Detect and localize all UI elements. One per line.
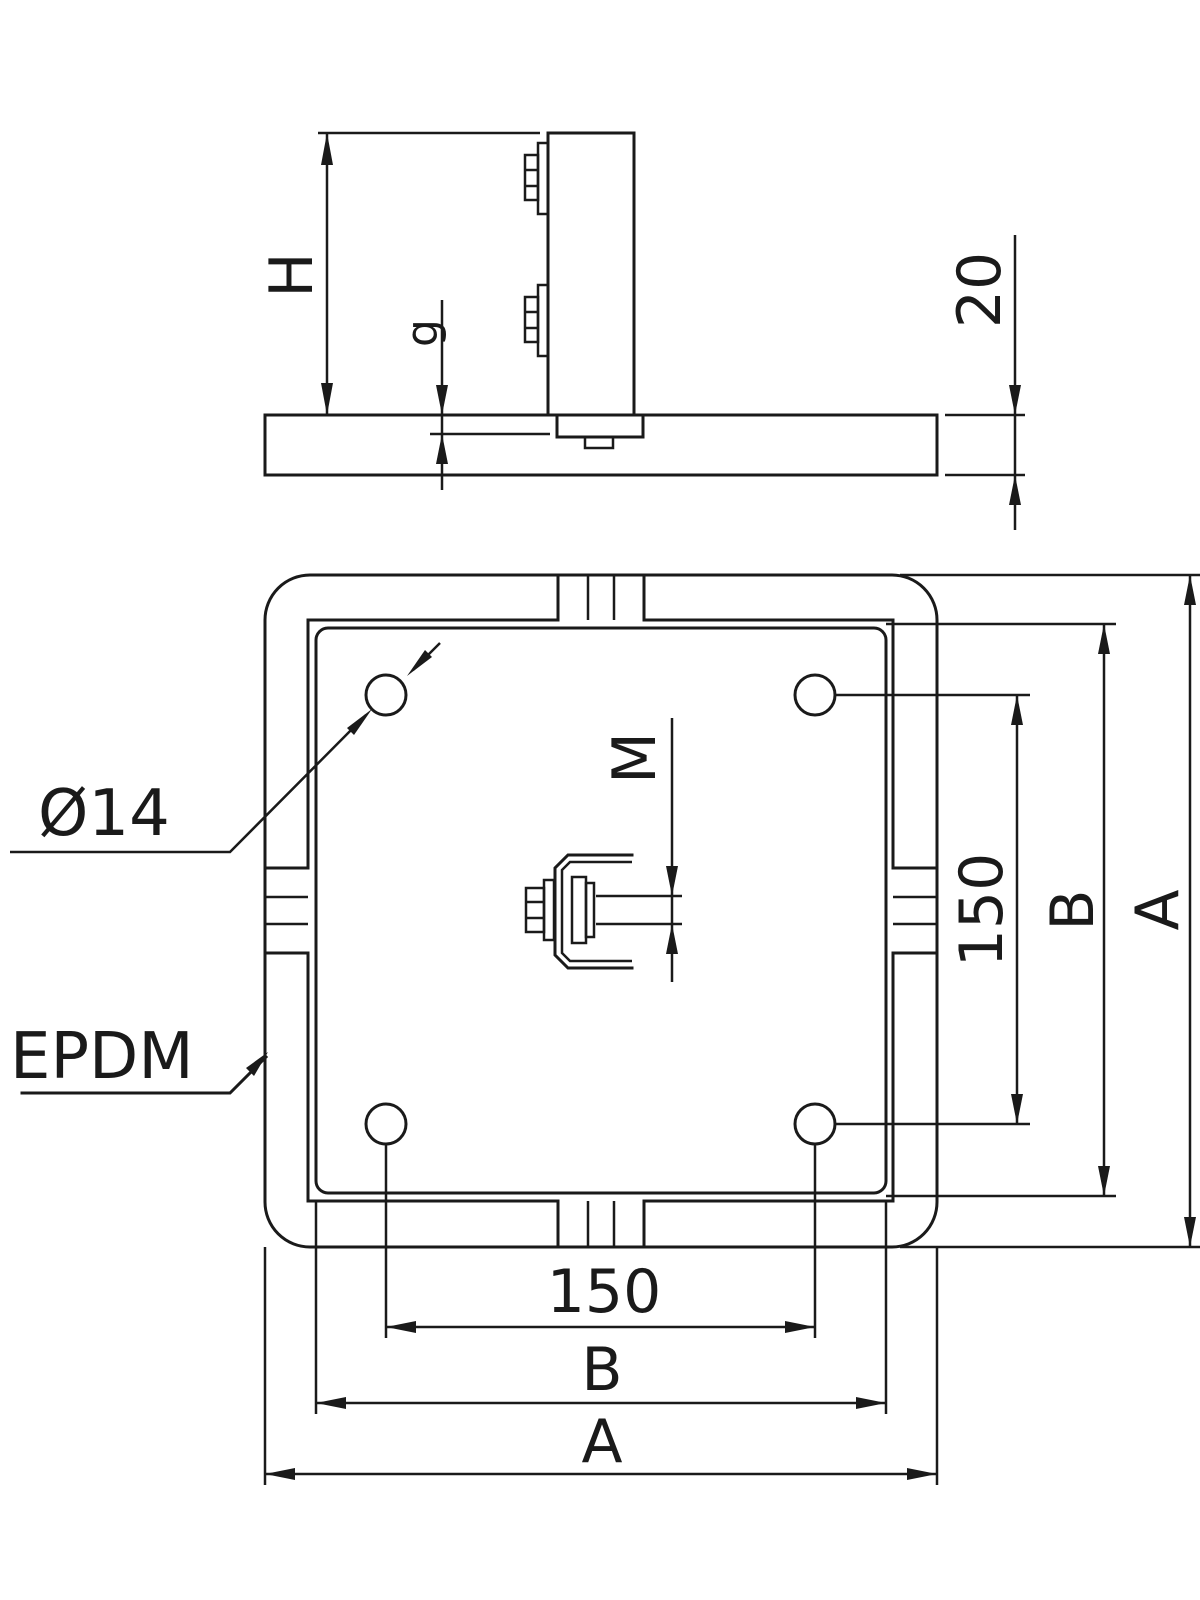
dimension-m: M — [596, 718, 682, 982]
side-view: H g 20 — [257, 131, 1025, 530]
dimension-b-vertical-label: B — [1038, 889, 1108, 930]
side-bolt-lower — [523, 283, 550, 358]
dimension-20: 20 — [945, 235, 1025, 530]
side-post — [546, 131, 636, 417]
dimension-m-label: M — [600, 732, 670, 784]
dimension-150-vertical: 150 — [835, 693, 1030, 1126]
dimension-b-vertical: B — [886, 622, 1116, 1198]
dimension-g-label: g — [397, 319, 448, 347]
top-view: M Ø14 EPDM 150 — [10, 573, 1200, 1485]
dimension-h: H — [257, 131, 540, 415]
dimension-20-label: 20 — [945, 252, 1015, 328]
dimension-a-horizontal-label: A — [581, 1407, 622, 1477]
hole-diameter-label: Ø14 — [38, 777, 170, 851]
epdm-frame — [263, 573, 939, 1249]
dimension-a-horizontal: A — [263, 1247, 939, 1485]
dimension-g: g — [397, 300, 550, 490]
top-inner-plate — [314, 626, 888, 1195]
central-bracket — [524, 853, 634, 970]
dimension-b-horizontal-label: B — [581, 1335, 622, 1405]
hole-diameter-callout: Ø14 — [10, 642, 441, 854]
dimension-h-label: H — [257, 252, 327, 297]
side-foot-bracket — [555, 413, 645, 439]
dimension-b-horizontal: B — [314, 1201, 888, 1414]
hole-top-right — [793, 673, 837, 717]
side-bolt-upper — [523, 141, 550, 216]
side-foot-nut — [583, 435, 615, 450]
dimension-150-vertical-label: 150 — [947, 853, 1017, 968]
dimension-a-vertical: A — [900, 573, 1200, 1249]
hole-bottom-right — [793, 1102, 837, 1146]
hole-top-left — [364, 673, 408, 717]
epdm-callout: EPDM — [10, 1020, 269, 1095]
epdm-label: EPDM — [10, 1020, 194, 1094]
dimension-150-horizontal-label: 150 — [547, 1257, 662, 1327]
top-outer-plate — [263, 573, 939, 1249]
dimension-150-horizontal: 150 — [384, 1144, 817, 1338]
dimension-a-vertical-label: A — [1123, 889, 1193, 930]
side-base-plate — [263, 413, 939, 477]
hole-bottom-left — [364, 1102, 408, 1146]
